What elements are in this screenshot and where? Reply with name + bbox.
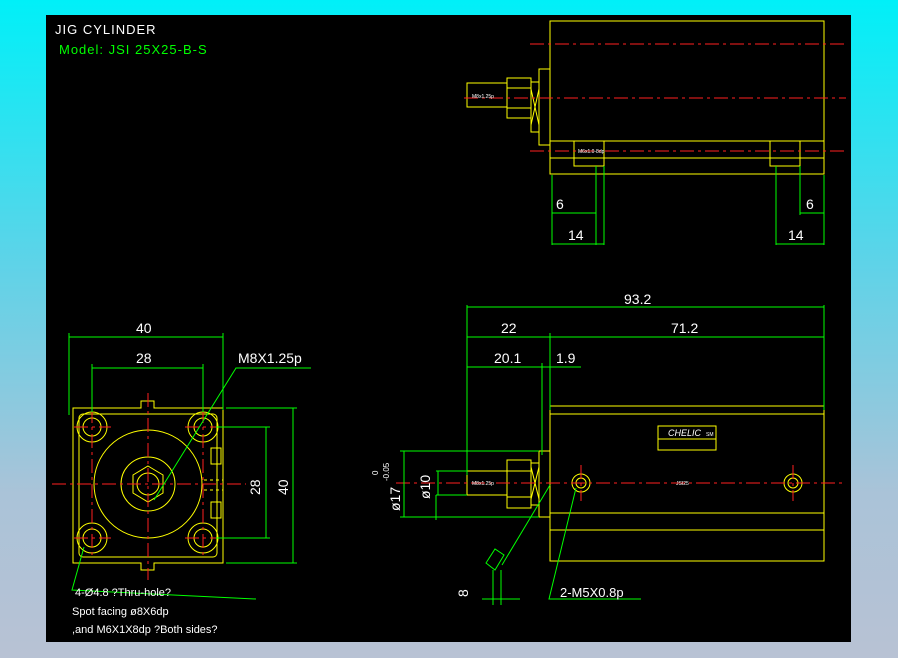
dim-gap: 1.9 (556, 350, 576, 366)
dim-rod-extension: 20.1 (494, 350, 521, 366)
top-port-right (770, 141, 800, 166)
brand-name: CHELIC (668, 428, 702, 438)
dim-front-height-inner: 28 (247, 479, 263, 495)
top-port-label: M6x1.0-8dp (578, 149, 605, 155)
drawing-title: JIG CYLINDER (55, 22, 157, 37)
dim-front-width: 40 (136, 320, 152, 336)
dim-tol-upper: 0 (371, 470, 380, 475)
side-thread-label: M8x1.25p (472, 481, 494, 487)
front-view: 40 28 M8X1.25p 28 40 4-Ø4.8 ?Thru-hole? … (52, 320, 311, 636)
side-view: 93.2 22 71.2 20.1 1.9 ø10 ø17 0 -0.05 8 … (371, 291, 846, 605)
note-thread: ,and M6X1X8dp ?Both sides? (72, 624, 218, 636)
dim-left-big: 14 (568, 227, 584, 243)
cad-drawing: JIG CYLINDER Model: JSI 25X25-B-S (46, 15, 851, 642)
dim-wrench: 8 (455, 589, 471, 597)
dim-body-length: 71.2 (671, 320, 698, 336)
top-thread-label: M8x1.25p (472, 94, 494, 100)
dim-total-length: 93.2 (624, 291, 651, 307)
dim-tol-lower: -0.05 (382, 462, 391, 481)
dim-right-small: 6 (806, 196, 814, 212)
note-spot-facing: Spot facing ø8X6dp (72, 606, 169, 618)
model-label: Model: JSI 25X25-B-S (59, 42, 208, 57)
dim-front-height: 40 (275, 479, 291, 495)
top-view: M8x1.25p M6x1.0-8dp 6 14 6 14 (464, 21, 846, 245)
side-center-label: JSI25 (676, 481, 689, 487)
dim-bore-diameter: ø17 (387, 487, 403, 511)
note-holes: 4-Ø4.8 ?Thru-hole? (75, 587, 171, 599)
drawing-svg: JIG CYLINDER Model: JSI 25X25-B-S (46, 15, 851, 642)
dim-rod-diameter: ø10 (417, 475, 433, 499)
side-rod-nut (507, 460, 531, 508)
dim-front-inner: 28 (136, 350, 152, 366)
dim-right-big: 14 (788, 227, 804, 243)
brand-suffix: SM (706, 432, 714, 438)
dim-front-thread: M8X1.25p (238, 350, 302, 366)
dim-rod-length: 22 (501, 320, 517, 336)
port-note: 2-M5X0.8p (560, 585, 624, 600)
dim-left-small: 6 (556, 196, 564, 212)
